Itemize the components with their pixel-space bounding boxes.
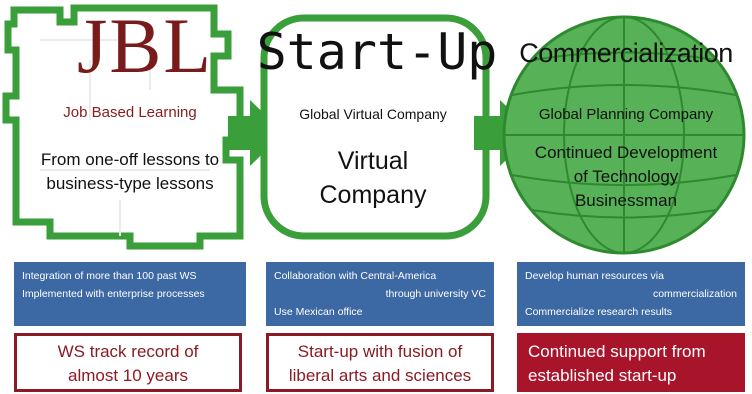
jbl-desc-line: business-type lessons xyxy=(46,174,214,193)
arrow-jbl-to-startup xyxy=(228,100,284,166)
startup-subtitle: Global Virtual Company xyxy=(299,106,447,122)
info-box-startup: Collaboration with Central-America throu… xyxy=(266,262,494,326)
jbl-description: From one-off lessons to business-type le… xyxy=(10,148,250,196)
info-line: Integration of more than 100 past WS xyxy=(22,270,197,282)
startup-description: Virtual Company xyxy=(268,144,478,212)
outcome-line: WS track record of xyxy=(57,342,199,361)
jbl-puzzle-shape xyxy=(2,4,244,250)
commercialization-desc-line: Continued Development xyxy=(534,143,718,162)
outcome-box-jbl: WS track record of almost 10 years xyxy=(14,333,242,392)
outcome-line: Start-up with fusion of xyxy=(297,342,463,361)
commercialization-description: Continued Development of Technology Busi… xyxy=(510,141,742,213)
outcome-box-startup: Start-up with fusion of liberal arts and… xyxy=(266,333,494,392)
commercialization-title: Commercialization xyxy=(519,38,733,68)
startup-title: Start-Up xyxy=(256,23,498,81)
outcome-line: almost 10 years xyxy=(68,366,188,385)
outcome-box-commercialization: Continued support from established start… xyxy=(517,333,745,392)
info-line: Commercialize research results xyxy=(525,306,673,318)
info-line: Develop human resources via xyxy=(525,270,664,282)
info-line: Use Mexican office xyxy=(274,306,363,318)
globe-icon xyxy=(502,15,746,255)
jbl-desc-line: From one-off lessons to xyxy=(40,150,220,169)
info-line: Collaboration with Central-America xyxy=(274,270,437,282)
outcome-line: Continued support from xyxy=(528,342,706,361)
info-line: commercialization xyxy=(652,288,737,300)
startup-desc-line: Virtual xyxy=(337,147,409,175)
commercialization-desc-line: of Technology xyxy=(573,167,679,186)
startup-desc-line: Company xyxy=(319,181,427,209)
commercialization-desc-line: Businessman xyxy=(574,191,678,210)
jbl-subtitle: Job Based Learning xyxy=(63,104,197,121)
info-box-commercialization: Develop human resources via commercializ… xyxy=(517,262,745,326)
outcome-line: liberal arts and sciences xyxy=(288,366,472,385)
outcome-line: established start-up xyxy=(528,366,677,385)
info-line: Implemented with enterprise processes xyxy=(22,288,205,300)
commercialization-subtitle: Global Planning Company xyxy=(538,106,714,123)
info-box-jbl: Integration of more than 100 past WS Imp… xyxy=(14,262,246,326)
jbl-title: JBL xyxy=(76,2,214,89)
info-line: through university VC xyxy=(385,288,486,300)
